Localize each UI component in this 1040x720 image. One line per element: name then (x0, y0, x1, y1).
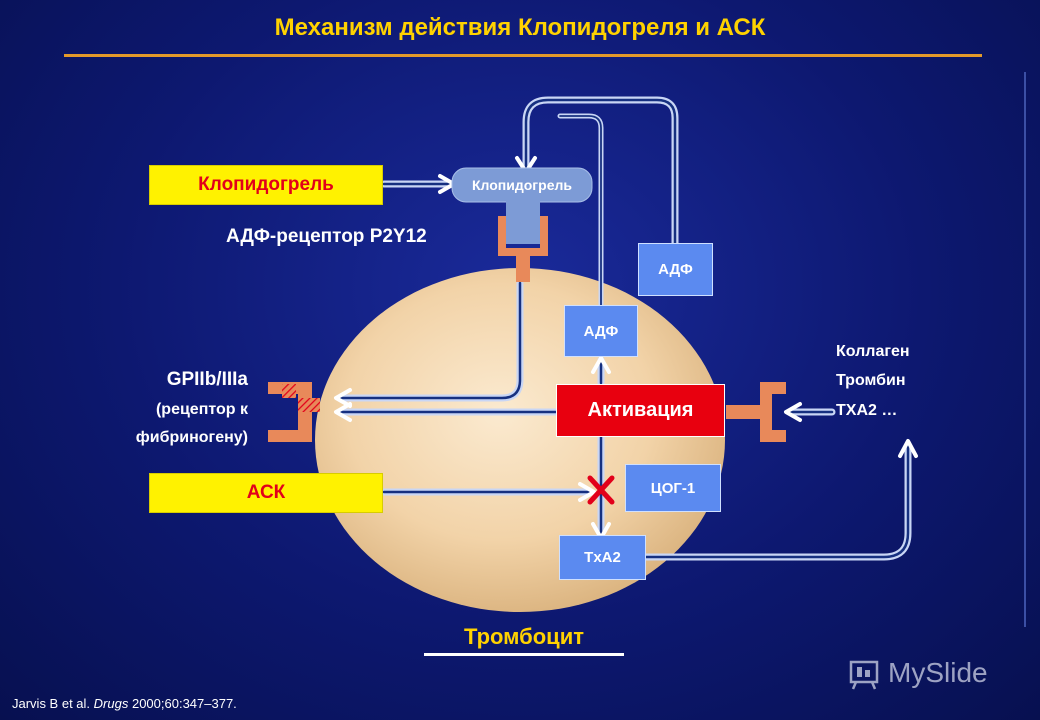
clopidogrel-on-receptor (451, 167, 593, 244)
activation-box: Активация (556, 384, 725, 437)
p2y12-receptor (498, 216, 548, 282)
pathways (334, 96, 918, 561)
citation-rest: 2000;60:347–377. (131, 696, 237, 711)
agonist-collagen: Коллаген (836, 343, 910, 360)
agonist-thrombin: Тромбин (836, 372, 906, 389)
agonist-txa2: TXA2 … (836, 402, 898, 419)
slide-title: Механизм действия Клопидогреля и АСК (274, 14, 766, 41)
slides-logo-icon (849, 660, 879, 690)
gp-label-line2: (рецептор к (155, 401, 248, 418)
right-edge-line (1024, 72, 1026, 627)
gp-receptor (268, 382, 320, 442)
title-underline (64, 54, 982, 57)
cox1-box: ЦОГ-1 (625, 464, 721, 512)
platelet-underline (424, 653, 624, 656)
citation-journal: Drugs (93, 696, 129, 711)
agonist-receptor (726, 382, 786, 442)
watermark-text: MySlide (888, 657, 988, 688)
gp-label-line3: фибриногену) (135, 429, 248, 446)
clopidogrel-receptor-label: Клопидогрель (472, 177, 572, 193)
asa-drug-box: АСК (149, 473, 383, 513)
gp-label-line1: GPIIb/IIIa (166, 369, 248, 390)
platelet-label: Тромбоцит (463, 624, 585, 649)
adp-box-mid: АДФ (564, 305, 638, 357)
citation: Jarvis B et al. Drugs 2000;60:347–377. (12, 696, 237, 711)
p2y12-label: АДФ-рецептор P2Y12 (226, 226, 427, 247)
citation-authors: Jarvis B et al. (12, 696, 91, 711)
adp-box-top: АДФ (638, 243, 713, 296)
clopidogrel-drug-box: Клопидогрель (149, 165, 383, 205)
watermark: MySlide (848, 656, 988, 690)
txa2-box: TxA2 (559, 535, 646, 580)
cox-inhibition-mark (587, 475, 615, 505)
